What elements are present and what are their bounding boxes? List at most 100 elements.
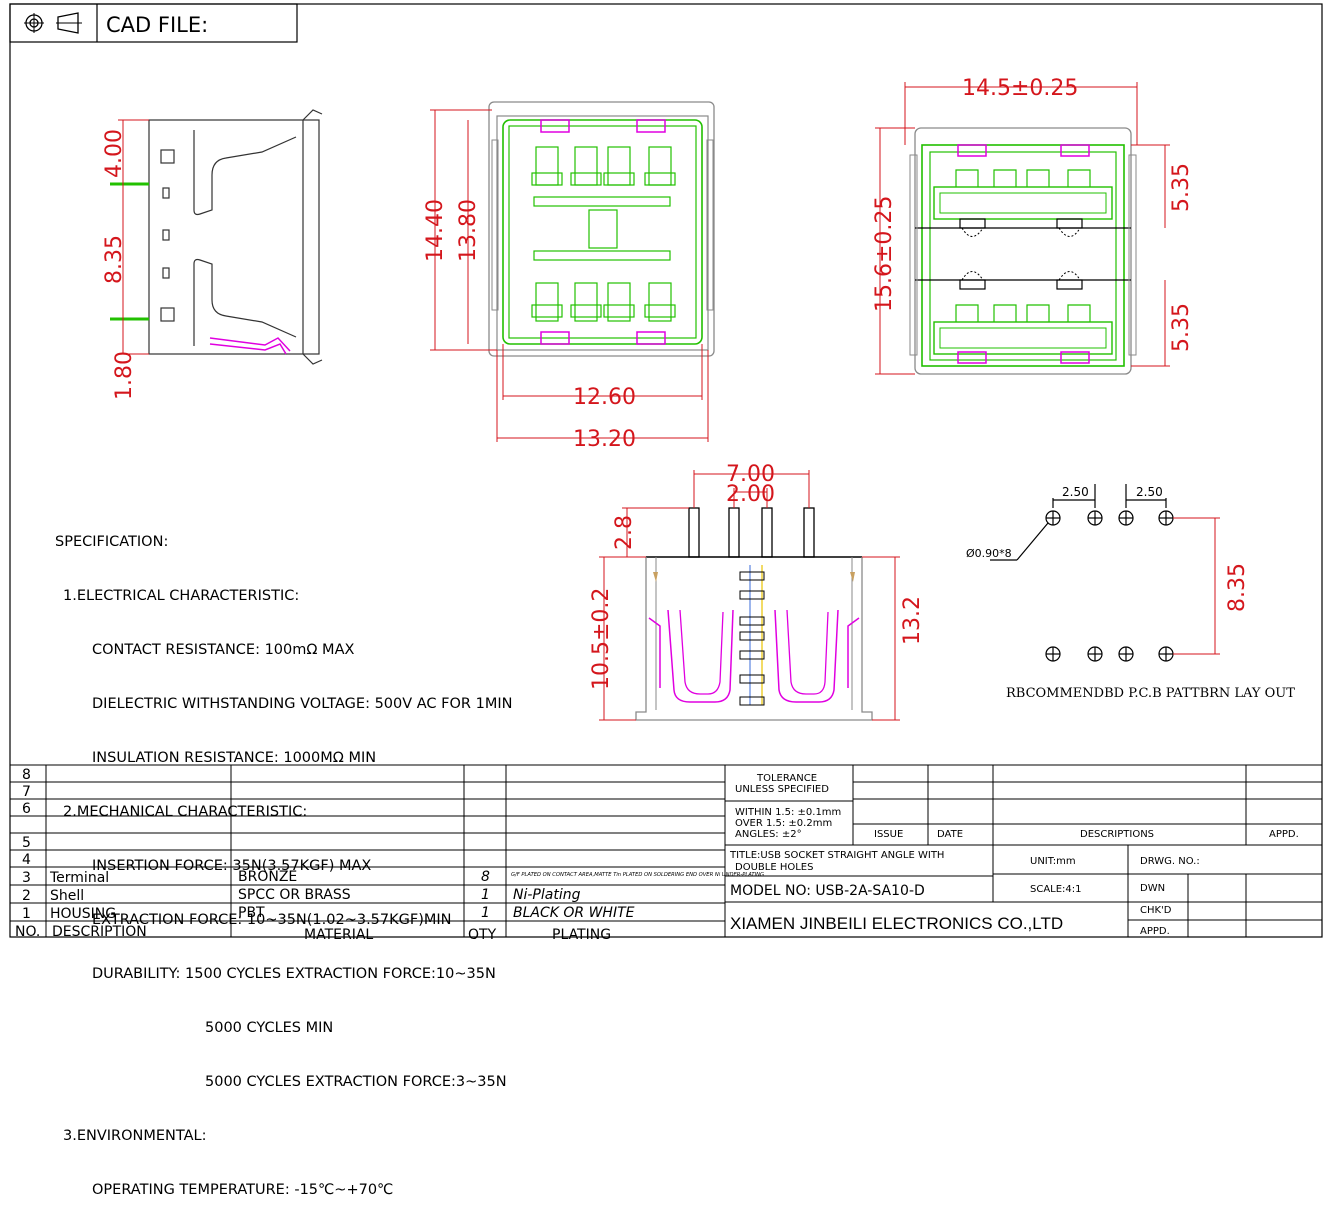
appd-label: APPD. <box>1269 829 1299 840</box>
descriptions-label: DESCRIPTIONS <box>1080 829 1154 840</box>
bom-1-description: HOUSING <box>50 906 116 922</box>
bom-row-4: 4 <box>22 852 31 868</box>
bom-table <box>10 764 726 937</box>
dim-front-12-60: 12.60 <box>573 385 636 410</box>
dim-pcb-span: 8.35 <box>1225 563 1250 612</box>
title-block <box>725 764 1322 937</box>
cone-projection-icon <box>56 12 82 34</box>
spec-line-mechanical: 2.MECHANICAL CHARACTERISTIC: <box>63 804 308 820</box>
bom-header-qty: QTY <box>468 927 497 939</box>
company-name: XIAMEN JINBEILI ELECTRONICS CO.,LTD <box>730 914 1063 933</box>
bottom-view <box>635 507 873 721</box>
top-view-dimensions <box>875 82 1170 375</box>
tolerance-within: WITHIN 1.5: ±0.1mm <box>735 807 841 818</box>
bom-1-material: PBT <box>238 905 265 921</box>
issue-label: ISSUE <box>874 829 903 840</box>
bom-row-6: 6 <box>22 801 31 817</box>
bom-1-qty: 1 <box>481 905 490 921</box>
dim-side-1-80: 1.80 <box>112 351 137 400</box>
bom-header-plating: PLATING <box>552 927 611 939</box>
dwn-label: DWN <box>1140 883 1165 894</box>
concentric-circle-icon <box>24 13 44 33</box>
bom-2-qty: 1 <box>481 887 490 903</box>
unit-label: UNIT:mm <box>1030 856 1076 867</box>
drawing-frame <box>9 3 1323 938</box>
front-view-dimensions <box>430 109 709 442</box>
title-line-1: TITLE:USB SOCKET STRAIGHT ANGLE WITH <box>729 850 944 861</box>
top-view <box>909 127 1137 375</box>
bom-2-material: SPCC OR BRASS <box>238 887 351 903</box>
spec-line-dielectric: DIELECTRIC WITHSTANDING VOLTAGE: 500V AC… <box>92 696 513 712</box>
bom-2-plating: Ni-Plating <box>513 887 581 903</box>
spec-line-insulation: INSULATION RESISTANCE: 1000MΩ MIN <box>92 750 377 766</box>
spec-line-insertion: INSERTION FORCE: 35N(3.57KGF) MAX <box>92 858 372 874</box>
side-view-leads <box>110 182 291 355</box>
pcb-hole-top-row <box>1045 510 1174 526</box>
spec-line-durability: DURABILITY: 1500 CYCLES EXTRACTION FORCE… <box>92 966 496 982</box>
dim-side-8-35: 8.35 <box>102 235 127 284</box>
bom-row-7: 7 <box>22 784 31 800</box>
pcb-hole-note: Ø0.90*8 <box>966 547 1012 560</box>
dim-top-height: 15.6±0.25 <box>872 196 897 312</box>
cad-file-label: CAD FILE: <box>106 13 208 37</box>
bom-row-5: 5 <box>22 835 31 851</box>
spec-line-environmental: 3.ENVIRONMENTAL: <box>63 1128 207 1144</box>
chkd-label: CHK'D <box>1140 905 1172 916</box>
pcb-hole-bottom-row <box>1045 646 1174 662</box>
tolerance-title-1: TOLERANCE <box>756 773 817 784</box>
bom-2-description: Shell <box>50 888 84 904</box>
dim-front-14-40: 14.40 <box>423 199 448 262</box>
spec-line-cycles-min: 5000 CYCLES MIN <box>205 1020 334 1036</box>
bom-1-no: 1 <box>22 906 31 922</box>
dim-pcb-pitch-right: 2.50 <box>1136 485 1163 499</box>
dim-bottom-10-5: 10.5±0.2 <box>589 588 614 690</box>
bom-header-no: NO. <box>15 924 40 939</box>
bom-3-material: BRONZE <box>238 869 297 885</box>
dim-top-port-lower: 5.35 <box>1169 303 1194 352</box>
bom-3-no: 3 <box>22 870 31 886</box>
dim-bottom-13-2: 13.2 <box>900 596 925 645</box>
cad-drawing: CAD FILE: 4.00 8.35 1.80 <box>9 3 1323 939</box>
bom-row-numbers: 8 7 6 5 4 <box>22 767 31 868</box>
spec-line-contact-resistance: CONTACT RESISTANCE: 100mΩ MAX <box>92 642 355 658</box>
bom-header-material: MATERIAL <box>304 927 373 939</box>
drwg-no-label: DRWG. NO.: <box>1140 856 1200 867</box>
pcb-dimension-8-35 <box>1173 517 1220 655</box>
dim-front-13-80: 13.80 <box>456 199 481 262</box>
appd-2-label: APPD. <box>1140 926 1170 937</box>
dim-front-13-20: 13.20 <box>573 427 636 452</box>
title-block-text: TOLERANCE UNLESS SPECIFIED WITHIN 1.5: ±… <box>729 773 1299 937</box>
pcb-layout <box>990 484 1174 662</box>
dim-pcb-pitch-left: 2.50 <box>1062 485 1089 499</box>
spec-line-temperature: OPERATING TEMPERATURE: -15℃~+70℃ <box>92 1182 394 1198</box>
cad-file-header: CAD FILE: <box>9 3 298 43</box>
dim-side-4-00: 4.00 <box>102 129 127 178</box>
bom-items: 3 Terminal BRONZE 8 G/F PLATED ON CONTAC… <box>15 869 764 939</box>
specification-title: SPECIFICATION: <box>55 534 169 550</box>
spec-line-cycles-extraction: 5000 CYCLES EXTRACTION FORCE:3~35N <box>205 1074 507 1090</box>
scale-label: SCALE:4:1 <box>1030 884 1082 895</box>
spec-line-electrical: 1.ELECTRICAL CHARACTERISTIC: <box>63 588 300 604</box>
bom-3-plating: G/F PLATED ON CONTACT AREA,MATTE Tin PLA… <box>511 872 764 878</box>
tolerance-title-2: UNLESS SPECIFIED <box>735 784 829 795</box>
model-no: MODEL NO: USB-2A-SA10-D <box>730 883 925 899</box>
title-line-2: DOUBLE HOLES <box>735 862 813 873</box>
dim-bottom-7-00: 7.00 <box>726 462 775 487</box>
bom-3-qty: 8 <box>481 869 490 885</box>
date-label: DATE <box>937 829 963 840</box>
dim-bottom-2-00: 2.00 <box>726 482 775 507</box>
dim-top-port-upper: 5.35 <box>1169 163 1194 212</box>
bom-header-description: DESCRIPTION <box>52 924 147 939</box>
bom-3-description: Terminal <box>49 870 109 886</box>
bom-1-plating: BLACK OR WHITE <box>513 905 635 921</box>
side-view <box>148 109 323 365</box>
bom-2-no: 2 <box>22 888 31 904</box>
spec-line-extraction: EXTRACTION FORCE: 10~35N(1.02~3.57KGF)MI… <box>92 912 452 928</box>
dim-bottom-2-8: 2.8 <box>612 515 637 550</box>
tolerance-over: OVER 1.5: ±0.2mm <box>735 818 832 829</box>
tolerance-angles: ANGLES: ±2° <box>735 829 802 840</box>
bom-row-8: 8 <box>22 767 31 783</box>
pcb-caption: RBCOMMENDBD P.C.B PATTBRN LAY OUT <box>1006 686 1295 701</box>
dim-top-width: 14.5±0.25 <box>962 76 1078 101</box>
side-view-dimensions <box>118 119 149 355</box>
